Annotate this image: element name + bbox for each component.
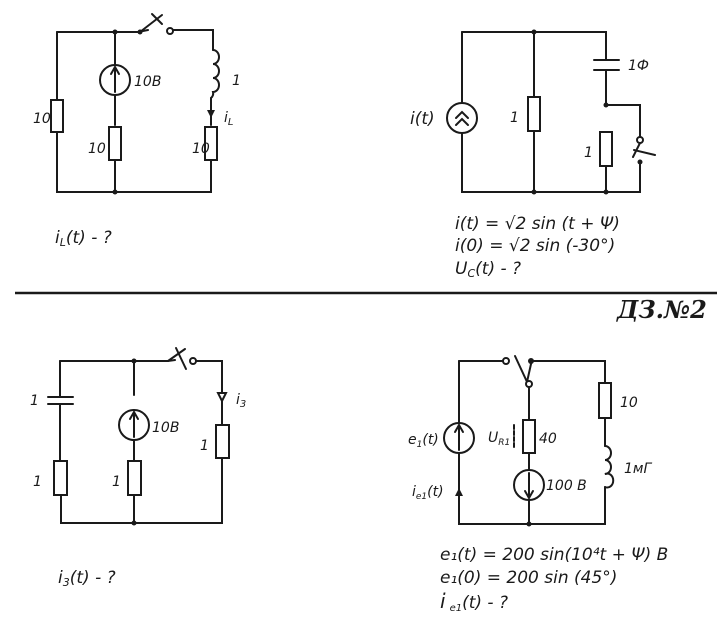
node [112,29,118,35]
resistor-middle [522,419,536,454]
current-arrow-icon [207,110,215,118]
node [131,358,137,364]
voltage-source-icon [443,422,475,454]
current-label: iL [224,110,233,128]
resistor-right-label: 1 [584,145,593,161]
dc-source-label: 100 В [546,478,587,494]
inductor-label: 1 [232,73,241,89]
circuit-2-question: UC(t) - ? [455,259,521,280]
resistor-right [215,424,230,459]
equation-2: i(0) = √2 sin (-30°) [455,236,615,256]
resistor-left [53,460,68,496]
resistor-right-label: 10 [620,395,638,411]
voltage-source-label: 10В [134,74,161,90]
node [531,29,537,35]
capacitor-icon [593,59,620,71]
resistor-middle [108,126,122,161]
current-label: i3 [236,392,246,410]
switch-3 [167,347,197,370]
problem-code: ДЗ.№2 [616,295,707,324]
inductor-icon [604,445,615,489]
current-label: ie1(t) [412,484,444,502]
resistor-middle-label: 1 [112,474,121,490]
resistor-left [50,99,64,133]
resistor-middle-label: 10 [88,141,106,157]
circuit-3-question: i3(t) - ? [58,568,116,589]
current-source-icon [446,102,478,134]
circuit-1-question: iL(t) - ? [55,228,112,249]
resistor-left-label: 10 [33,111,51,127]
resistor-middle [527,96,541,132]
resistor-middle-label: 1 [510,110,519,126]
circuit-4: e1(t) ie1(t) UR1 40 100 В 10 1мГ e₁(t) =… [408,355,668,614]
node [603,102,609,108]
circuit-3: 1 1 10В 1 i3 1 i3(t) - ? [30,347,246,589]
dc-source-icon [513,469,545,501]
voltage-source-icon [118,409,150,441]
emf-source-label: e1(t) [408,432,439,450]
node [131,520,137,526]
circuit-2-wires [461,31,641,193]
node [526,521,532,527]
switch-2 [632,136,656,165]
node [531,189,537,195]
capacitor-label: 1Ф [628,58,649,74]
inductor-label: 1мГ [624,461,652,477]
circuit-1: 10 10В 10 1 iL 10 iL(t) - ? [33,13,241,249]
current-arrow-icon [455,488,463,496]
resistor-middle [127,460,142,496]
circuit-2: i(t) 1 1Ф 1 i(t) = √2 sin (t + Ψ) i(0) =… [410,29,656,280]
resistor-left-label: 1 [33,474,42,490]
resistor-right-label: 10 [192,141,210,157]
resistor-right [599,131,613,167]
inductor-icon [210,49,220,99]
voltage-source-label: 10В [152,420,179,436]
current-arrow-icon [216,392,228,404]
equation-1: i(t) = √2 sin (t + Ψ) [455,214,620,234]
resistor-right [598,382,612,419]
equation-1: e₁(t) = 200 sin(10⁴t + Ψ) В [440,545,668,565]
capacitor-icon [47,396,74,405]
switch-4 [502,355,534,388]
node [603,189,609,195]
node [112,189,118,195]
circuit-1-wires [56,29,214,193]
circuit-3-wires [59,359,223,524]
resistor-right [204,126,218,161]
voltage-label: UR1 [488,430,510,448]
resistor-right-label: 1 [200,438,209,454]
resistor-middle-label: 40 [539,431,557,447]
capacitor-label: 1 [30,393,39,409]
switch-1 [137,13,174,35]
voltage-source-icon [99,64,131,96]
equation-2: e₁(0) = 200 sin (45°) [440,568,617,588]
current-source-label: i(t) [410,109,435,129]
